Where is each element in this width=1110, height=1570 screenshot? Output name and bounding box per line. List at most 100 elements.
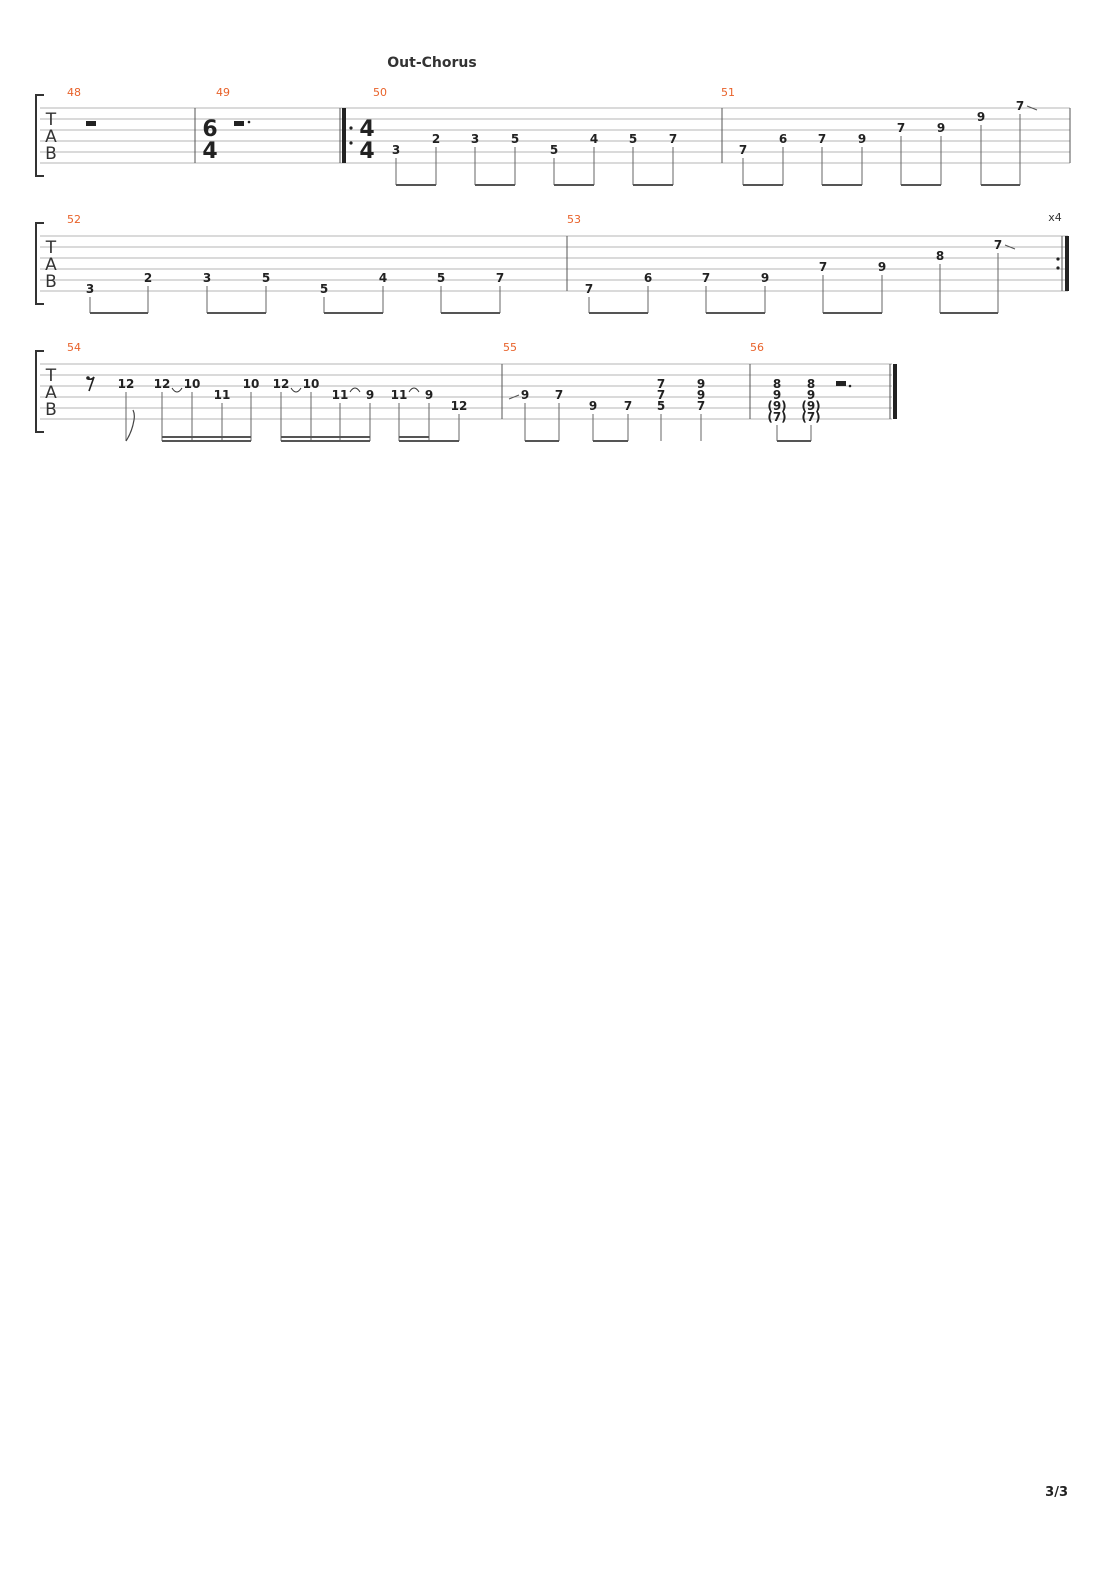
tab-clef-t: T [45, 366, 57, 386]
fret-number: 10 [243, 377, 260, 391]
fret-number: 7 [1016, 99, 1024, 113]
fret-number: 3 [203, 271, 211, 285]
fret-number: 7 [739, 143, 747, 157]
fret-number: 12 [273, 377, 290, 391]
fret-number: 12 [154, 377, 171, 391]
chord-fret: 8 [773, 377, 781, 391]
slide-mark [1004, 244, 1016, 250]
fret-number: 9 [858, 132, 866, 146]
fret-number: 9 [977, 110, 985, 124]
system-bracket [35, 94, 44, 177]
dotted-half-rest [836, 381, 846, 386]
time-sig-4-bottom: 4 [202, 139, 217, 164]
system-bracket [35, 350, 44, 433]
measure-number-52: 52 [67, 213, 81, 226]
stems [89, 253, 999, 313]
slide-mark [1026, 105, 1038, 111]
tab-system-3: T A B 54 55 56 12 12 10 11 10 12 10 11 [35, 341, 897, 442]
rest-dot [247, 120, 251, 124]
staff-lines [40, 107, 1070, 164]
fret-number: 12 [118, 377, 135, 391]
measure-number-48: 48 [67, 86, 81, 99]
fret-number: 6 [779, 132, 787, 146]
tab-clef-a: A [45, 255, 57, 275]
beams [90, 312, 998, 314]
tab-clef: T A B [45, 238, 57, 292]
chord-fret: (9) [801, 399, 820, 413]
fret-number: 4 [379, 271, 387, 285]
fret-number: 5 [262, 271, 270, 285]
measure-number-51: 51 [721, 86, 735, 99]
fret-number: 5 [437, 271, 445, 285]
tab-clef: T A B [45, 110, 57, 164]
half-rest [86, 121, 96, 126]
fret-number: 4 [590, 132, 598, 146]
repeat-start-thick-bar [342, 108, 346, 163]
fret-number: 3 [392, 143, 400, 157]
fret-number: 10 [303, 377, 320, 391]
fret-number: 3 [471, 132, 479, 146]
fret-number: 7 [897, 121, 905, 135]
chord-fret: 9 [697, 388, 705, 402]
fret-number: 7 [819, 260, 827, 274]
time-sig-4-bottom: 4 [359, 139, 374, 164]
tab-clef-b: B [45, 144, 57, 164]
time-sig-6-top: 6 [202, 117, 217, 142]
barlines [566, 236, 1063, 291]
measure-number-55: 55 [503, 341, 517, 354]
slide-in-mark [508, 394, 520, 400]
stems [395, 114, 1021, 185]
chord-fret: 5 [657, 399, 665, 413]
tab-system-2: T A B x4 52 53 3 2 3 5 5 4 5 7 7 6 7 9 [35, 211, 1069, 314]
section-title: Out-Chorus [387, 55, 476, 71]
chord-fret: 7 [697, 399, 705, 413]
fret-number: 9 [366, 388, 374, 402]
fret-number: 5 [550, 143, 558, 157]
dotted-half-rest [234, 121, 244, 126]
stems [125, 392, 812, 441]
beams [396, 184, 1020, 186]
fret-number: 5 [629, 132, 637, 146]
slur-arcs [171, 387, 420, 393]
fret-number: 9 [425, 388, 433, 402]
measure-number-53: 53 [567, 213, 581, 226]
measure-number-49: 49 [216, 86, 230, 99]
repeat-count: x4 [1048, 211, 1062, 224]
fret-number: 11 [391, 388, 408, 402]
system-bracket [35, 222, 44, 305]
fret-number: 11 [332, 388, 349, 402]
eighth-flag [125, 409, 135, 442]
fret-number: 5 [320, 282, 328, 296]
fret-number: 12 [451, 399, 468, 413]
repeat-dot [349, 141, 353, 145]
fret-number: 9 [878, 260, 886, 274]
measure-number-50: 50 [373, 86, 387, 99]
fret-number: 6 [644, 271, 652, 285]
fret-number: 7 [994, 238, 1002, 252]
chord-fret: 8 [807, 377, 815, 391]
staff-lines [40, 235, 1068, 292]
page-number: 3/3 [1045, 1485, 1068, 1500]
repeat-dot [1056, 266, 1060, 270]
tab-clef-b: B [45, 400, 57, 420]
tab-clef-t: T [45, 110, 57, 130]
fret-number: 9 [521, 388, 529, 402]
tab-clef-a: A [45, 127, 57, 147]
fret-number: 2 [432, 132, 440, 146]
tab-clef-t: T [45, 238, 57, 258]
tab-clef-b: B [45, 272, 57, 292]
final-thick-bar [893, 364, 897, 419]
eighth-rest [86, 376, 95, 392]
fret-number: 11 [214, 388, 231, 402]
fret-number: 7 [818, 132, 826, 146]
chord-fret: 9 [697, 377, 705, 391]
repeat-dot [1056, 257, 1060, 261]
repeat-dot [349, 126, 353, 130]
tab-system-1: T A B 48 49 50 51 6 4 4 4 3 2 3 [35, 86, 1071, 186]
chord-fret: 9 [773, 388, 781, 402]
fret-number: 9 [937, 121, 945, 135]
fret-number: 7 [585, 282, 593, 296]
repeat-end-thick-bar [1065, 236, 1069, 291]
fret-number: 9 [589, 399, 597, 413]
fret-number: 7 [624, 399, 632, 413]
